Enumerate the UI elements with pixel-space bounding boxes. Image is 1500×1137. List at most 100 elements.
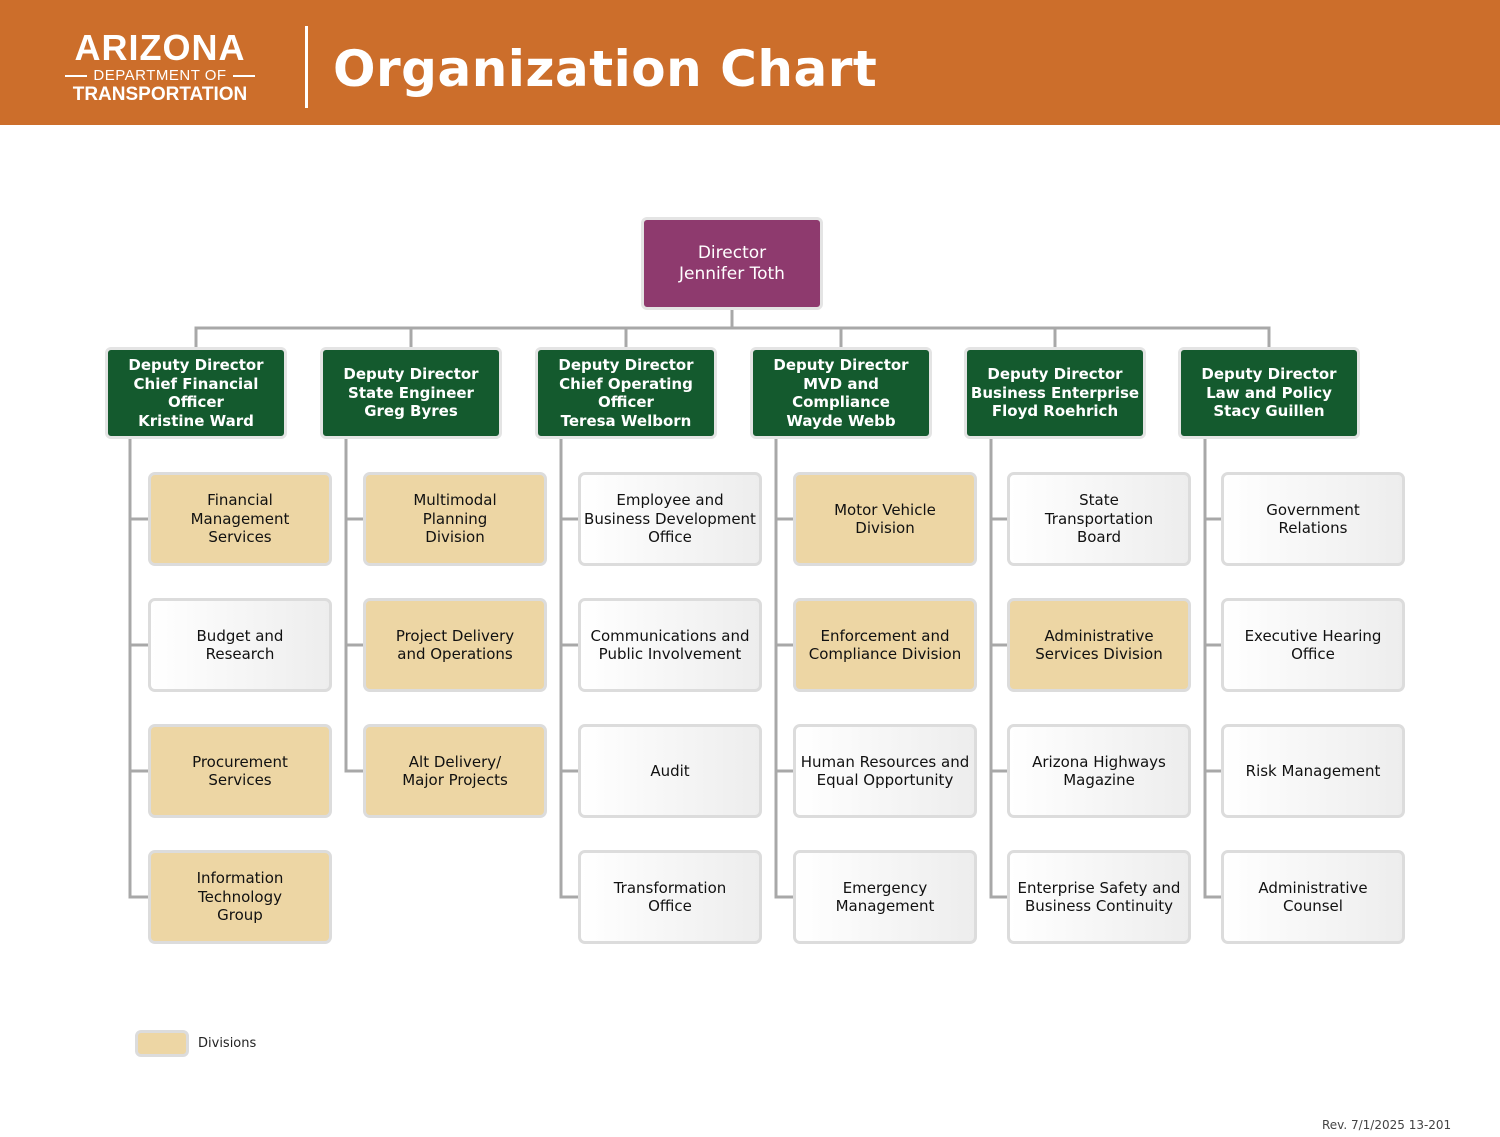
unit-label-line: Budget and <box>196 626 284 645</box>
deputy-name: Teresa Welborn <box>560 411 692 430</box>
unit-label-line: Services <box>208 771 272 789</box>
unit-label-line: Arizona Highways <box>1032 752 1166 771</box>
unit-label-line: Major Projects <box>402 771 508 789</box>
unit-label-line: Information <box>196 869 284 888</box>
unit-label-line: and Operations <box>397 645 513 663</box>
unit-label-line: Audit <box>650 761 690 780</box>
deputy-name: Greg Byres <box>364 402 458 421</box>
unit-label-line: Enforcement and <box>820 626 950 645</box>
deputy-title: Deputy Director <box>987 365 1123 384</box>
unit-label-line: Services <box>208 528 272 547</box>
unit-label-line: Human Resources and <box>800 752 970 771</box>
unit-label-line: Motor Vehicle <box>834 500 936 519</box>
page-title: Organization Chart <box>333 40 878 98</box>
director-box: Director Jennifer Toth <box>641 217 823 310</box>
unit-label-line: Public Involvement <box>598 645 742 663</box>
deputy-name: Wayde Webb <box>786 411 896 430</box>
deputy-title: Deputy Director <box>773 356 909 374</box>
unit-label-line: Multimodal <box>413 491 497 510</box>
unit-label-line: Procurement <box>192 752 288 771</box>
unit-label-line: Management <box>835 897 935 915</box>
unit-label-line: Executive Hearing <box>1244 626 1382 645</box>
unit-label-line: Emergency <box>842 878 928 897</box>
deputy-title: Deputy Director <box>343 365 479 384</box>
unit-label-line: Magazine <box>1063 771 1135 789</box>
adot-logo-subtitle: DEPARTMENT OF <box>50 67 270 85</box>
unit-label-line: Office <box>648 528 692 547</box>
unit-label-line: Enterprise Safety and <box>1017 878 1181 897</box>
legend-division-swatch <box>135 1030 189 1057</box>
header-banner: ARIZONA DEPARTMENT OF TRANSPORTATION Org… <box>0 0 1500 125</box>
director-name: Jennifer Toth <box>679 263 785 284</box>
adot-logo-tagline: TRANSPORTATION <box>72 84 248 105</box>
unit-label-line: Group <box>217 906 263 925</box>
deputy-title: Deputy Director <box>128 356 264 374</box>
unit-label-line: Technology <box>197 887 283 906</box>
unit-label-line: Project Delivery <box>395 626 515 645</box>
unit-label-line: Compliance Division <box>808 645 962 663</box>
unit-label-line: Counsel <box>1283 897 1343 915</box>
unit-label-line: Business Development <box>584 509 756 528</box>
unit-label-line: Management <box>190 509 290 528</box>
legend-division-label: Divisions <box>198 1036 257 1051</box>
unit-label-line: Planning <box>422 509 488 528</box>
unit-label-line: Employee and <box>616 491 724 510</box>
unit-label-line: Research <box>205 645 275 663</box>
office-box: Audit <box>578 724 762 818</box>
deputy-name: Floyd Roehrich <box>991 402 1119 421</box>
unit-label-line: Division <box>855 519 915 537</box>
deputy-role: State Engineer <box>348 383 474 402</box>
unit-label-line: Office <box>648 897 692 915</box>
deputy-title: Deputy Director <box>558 356 694 374</box>
deputy-role: Law and Policy <box>1206 383 1332 402</box>
unit-label-line: Services Division <box>1035 645 1163 663</box>
unit-label-line: Equal Opportunity <box>816 771 954 789</box>
unit-label-line: Transportation <box>1044 509 1154 528</box>
unit-label-line: Financial <box>207 491 273 510</box>
deputy-role: Chief Operating Officer <box>559 374 693 412</box>
header-divider <box>305 26 308 108</box>
unit-label-line: Board <box>1076 528 1122 547</box>
deputy-name: Kristine Ward <box>138 411 254 430</box>
unit-label-line: Transformation <box>613 878 727 897</box>
deputy-role: MVD and Compliance <box>792 374 890 412</box>
unit-label-line: Office <box>1291 645 1335 663</box>
unit-label-line: Division <box>425 528 485 547</box>
division-box: Alt Delivery/Major Projects <box>363 724 547 818</box>
unit-label-line: Administrative <box>1258 878 1368 897</box>
unit-label-line: Relations <box>1278 519 1348 537</box>
revision-note: Rev. 7/1/2025 13-201 <box>1322 1118 1452 1132</box>
deputy-role: Chief Financial Officer <box>133 374 259 412</box>
unit-label-line: Risk Management <box>1245 761 1381 780</box>
unit-label-line: Communications and <box>590 626 750 645</box>
unit-label-line: State <box>1079 491 1119 510</box>
unit-label-line: Business Continuity <box>1024 897 1174 915</box>
deputy-title: Deputy Director <box>1201 365 1337 384</box>
unit-label-line: Alt Delivery/ <box>408 752 502 771</box>
unit-label-line: Government <box>1266 500 1360 519</box>
